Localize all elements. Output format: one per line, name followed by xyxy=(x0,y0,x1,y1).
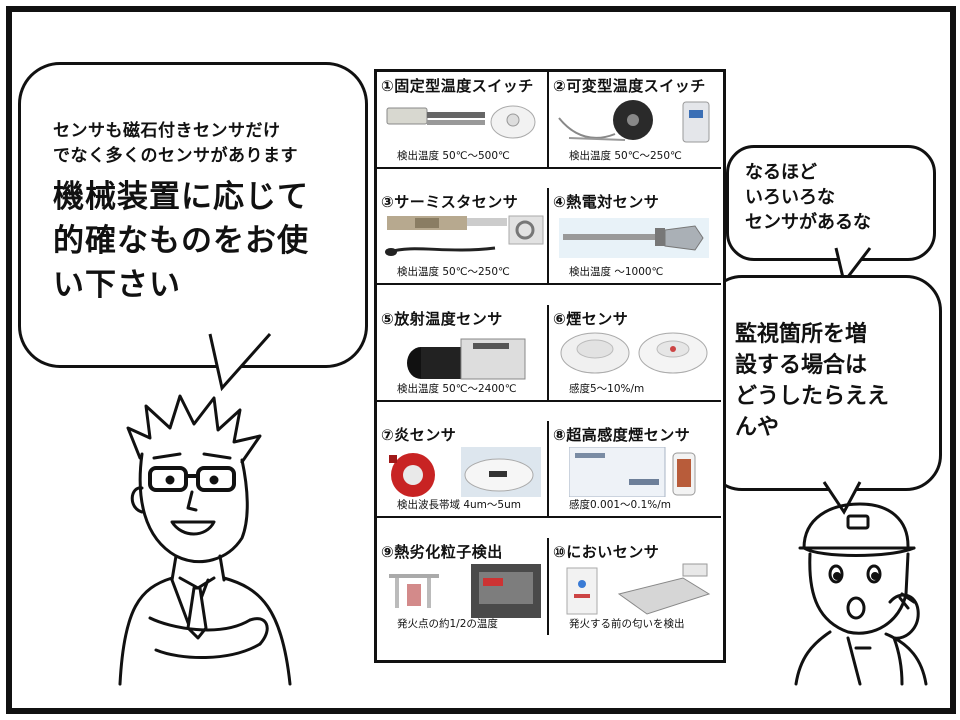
sensor-photo xyxy=(385,215,544,256)
sensor-spec: 検出温度 50℃～250℃ xyxy=(569,150,682,162)
sensor-spec: 発火点の約1/2の温度 xyxy=(397,618,498,630)
sensor-photo xyxy=(389,447,541,497)
sensor-title: ⑩においセンサ xyxy=(553,543,660,561)
sensor-photo xyxy=(569,447,696,497)
sensor-title: ①固定型温度スイッチ xyxy=(381,77,534,95)
sensor-title: ⑥煙センサ xyxy=(553,310,629,328)
sensor-card-smoke: ⑥煙センサ 感度5～10%/m xyxy=(549,305,721,402)
sensor-title: ④熱電対センサ xyxy=(553,193,660,211)
bubble-line: 設する場合は xyxy=(735,353,868,378)
bubble-line: んや xyxy=(735,415,780,440)
bubble-line: いろいろな xyxy=(745,187,835,208)
sensor-photo xyxy=(566,563,711,615)
sensor-spec: 感度5～10%/m xyxy=(569,383,645,395)
bubble-line: どうしたらええ xyxy=(735,384,890,409)
bubble-emphasis-line: 的確なものをお使 xyxy=(53,223,309,259)
bubble-emphasis-line: い下さい xyxy=(53,267,181,303)
sensor-spec: 検出温度 50℃～500℃ xyxy=(397,150,510,162)
sensor-photo xyxy=(407,338,526,380)
sensor-card-flame: ⑦炎センサ 検出波長帯域 4um～5um xyxy=(377,421,549,518)
sensor-spec: 検出波長帯域 4um～5um xyxy=(397,499,521,511)
left-speech-bubble: センサも磁石付きセンサだけ でなく多くのセンサがあります 機械装置に応じて 的確… xyxy=(18,62,368,368)
right-bottom-bubble-tail xyxy=(822,480,862,515)
sensor-title: ③サーミスタセンサ xyxy=(381,193,519,211)
sensor-spec: 検出温度 ～1000℃ xyxy=(569,266,664,278)
bubble-line: なるほど xyxy=(745,162,817,183)
worker-character-illustration xyxy=(794,502,928,686)
sensor-spec: 検出温度 50℃～250℃ xyxy=(397,266,510,278)
bubble-line: センサがあるな xyxy=(745,212,871,233)
bubble-line: 監視箇所を増 xyxy=(735,322,868,347)
sensor-photo xyxy=(389,564,541,618)
sensor-card-odor: ⑩においセンサ 発火する前の匂いを検出 xyxy=(549,538,721,635)
sensor-card-thermocouple: ④熱電対センサ 検出温度 ～1000℃ xyxy=(549,188,721,285)
sensor-card-variable-temp-switch: ②可変型温度スイッチ 検出温度 50℃～250℃ xyxy=(549,72,721,169)
bubble-line: でなく多くのセンサがあります xyxy=(53,146,298,166)
sensor-card-thermistor: ③サーミスタセンサ 検出温度 50℃～250℃ xyxy=(377,188,549,285)
sensor-photo xyxy=(559,218,709,258)
sensor-title: ⑦炎センサ xyxy=(381,426,457,444)
sensor-catalog-grid: ①固定型温度スイッチ 検出温度 50℃～500℃ ②可変型温度スイッチ 検出温度… xyxy=(374,69,726,663)
sensor-title: ②可変型温度スイッチ xyxy=(553,77,706,95)
right-top-speech-bubble: なるほど いろいろな センサがあるな xyxy=(726,145,936,261)
left-bubble-tail xyxy=(208,332,272,392)
sensor-card-thermal-degradation: ⑨熱劣化粒子検出 発火点の約1/2の温度 xyxy=(377,538,549,635)
bubble-line: センサも磁石付きセンサだけ xyxy=(53,121,281,141)
sensor-photo xyxy=(558,100,710,143)
sensor-card-ultra-sensitive-smoke: ⑧超高感度煙センサ 感度0.001～0.1%/m xyxy=(549,421,721,518)
sensor-spec: 感度0.001～0.1%/m xyxy=(569,499,672,511)
sensor-title: ⑨熱劣化粒子検出 xyxy=(381,543,503,561)
sensor-card-radiation-temp: ⑤放射温度センサ 検出温度 50℃～2400℃ xyxy=(377,305,549,402)
sensor-title: ⑧超高感度煙センサ xyxy=(553,426,691,444)
bubble-emphasis-line: 機械装置に応じて xyxy=(53,179,309,215)
sensor-spec: 発火する前の匂いを検出 xyxy=(569,618,685,630)
engineer-character-illustration xyxy=(118,394,292,686)
sensor-spec: 検出温度 50℃～2400℃ xyxy=(397,383,517,395)
sensor-photo xyxy=(560,332,708,374)
sensor-title: ⑤放射温度センサ xyxy=(381,310,503,328)
right-bottom-speech-bubble: 監視箇所を増 設する場合は どうしたらええ んや xyxy=(706,275,942,491)
sensor-card-fixed-temp-switch: ①固定型温度スイッチ 検出温度 50℃～500℃ xyxy=(377,72,549,169)
sensor-photo xyxy=(386,105,536,139)
